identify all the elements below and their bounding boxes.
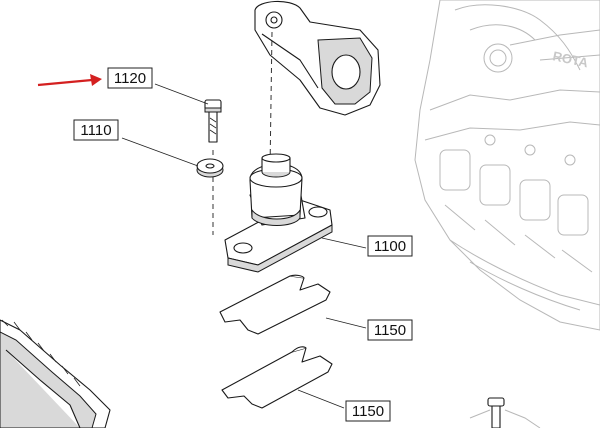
engine-lettering: ROTA — [551, 48, 590, 70]
bolt-part — [204, 99, 222, 143]
callout-1120: 1120 — [107, 67, 153, 89]
leader-1150b — [297, 389, 345, 409]
fitting-part — [469, 397, 541, 428]
engine-block: ROTA — [414, 0, 600, 331]
callout-label: 1150 — [352, 403, 384, 420]
lower-housing — [0, 319, 111, 428]
callout-label: 1100 — [374, 238, 406, 255]
callout-label: 1150 — [374, 322, 406, 339]
callout-1110: 1110 — [73, 119, 119, 141]
leader-1100 — [321, 237, 367, 249]
callout-label: 1110 — [80, 122, 111, 139]
highlight-arrow-icon — [37, 74, 102, 87]
leader-1150a — [325, 317, 367, 329]
leader-1110 — [121, 137, 199, 167]
shim-lower-part — [221, 346, 333, 409]
callout-1150-upper: 1150 — [367, 319, 413, 341]
callout-label: 1120 — [114, 70, 146, 87]
engine-bracket — [254, 0, 381, 116]
washer-part — [196, 158, 224, 178]
callout-1150-lower: 1150 — [345, 400, 391, 422]
shim-upper-part — [219, 274, 331, 335]
callout-1100: 1100 — [367, 235, 413, 257]
engine-mount-part — [224, 153, 333, 273]
leader-1120 — [154, 83, 209, 105]
